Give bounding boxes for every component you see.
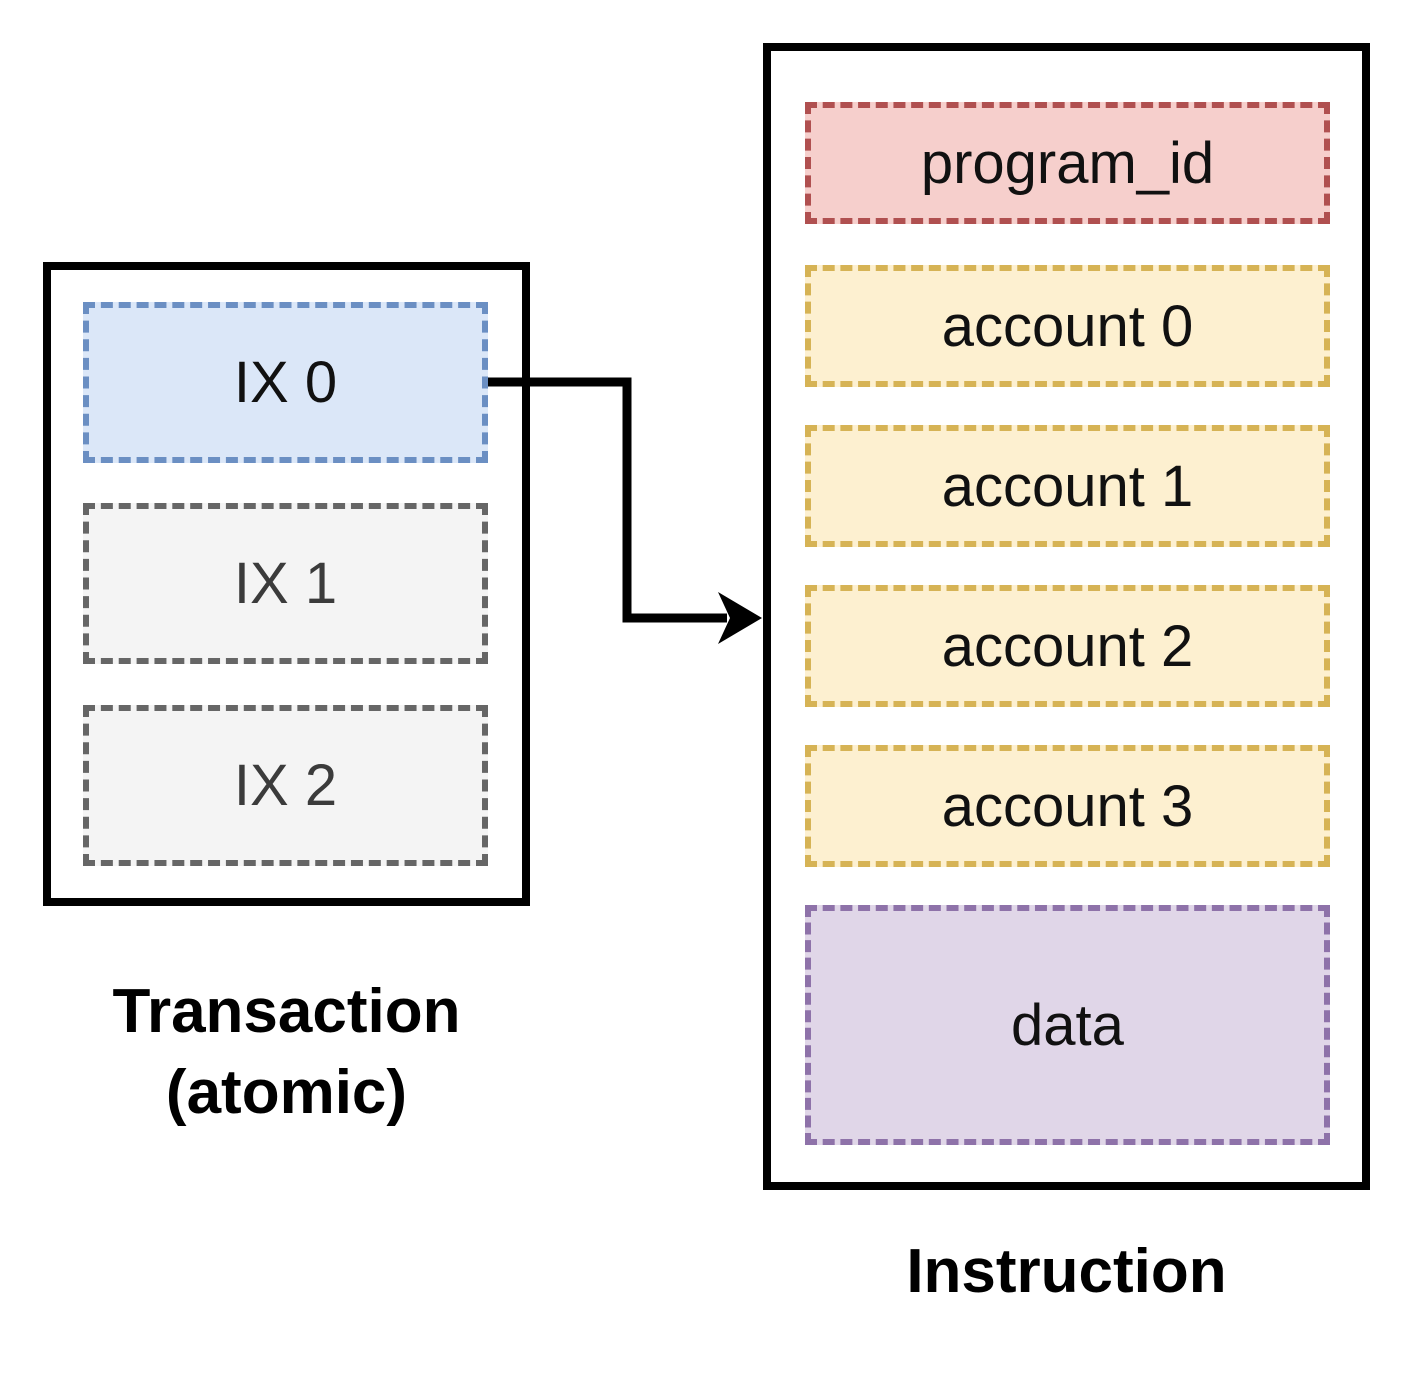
instruction-item-ix1: IX 1 bbox=[83, 503, 488, 664]
transaction-caption-line2: (atomic) bbox=[165, 1057, 408, 1127]
ix1-label: IX 1 bbox=[233, 551, 338, 616]
program-id-label: program_id bbox=[920, 130, 1215, 196]
instruction-box: program_id account 0 account 1 account 2… bbox=[763, 43, 1370, 1190]
instruction-item-ix2: IX 2 bbox=[83, 705, 488, 866]
field-program-id: program_id bbox=[805, 102, 1330, 224]
ix2-label: IX 2 bbox=[233, 753, 338, 818]
transaction-caption-line1: Transaction bbox=[112, 977, 461, 1046]
arrowhead-icon bbox=[718, 592, 762, 644]
account-1-label: account 1 bbox=[941, 453, 1194, 519]
transaction-box: IX 0 IX 1 IX 2 bbox=[43, 262, 530, 906]
instruction-caption: Instruction bbox=[906, 1237, 1227, 1306]
field-data: data bbox=[805, 905, 1330, 1145]
field-account-2: account 2 bbox=[805, 585, 1330, 707]
account-2-label: account 2 bbox=[941, 613, 1194, 679]
field-account-0: account 0 bbox=[805, 265, 1330, 387]
field-account-3: account 3 bbox=[805, 745, 1330, 867]
transaction-caption: Transaction (atomic) bbox=[43, 972, 530, 1133]
field-account-1: account 1 bbox=[805, 425, 1330, 547]
ix0-label: IX 0 bbox=[233, 350, 338, 415]
account-0-label: account 0 bbox=[941, 293, 1194, 359]
data-label: data bbox=[1011, 992, 1124, 1058]
instruction-item-ix0: IX 0 bbox=[83, 302, 488, 463]
account-3-label: account 3 bbox=[941, 773, 1194, 839]
